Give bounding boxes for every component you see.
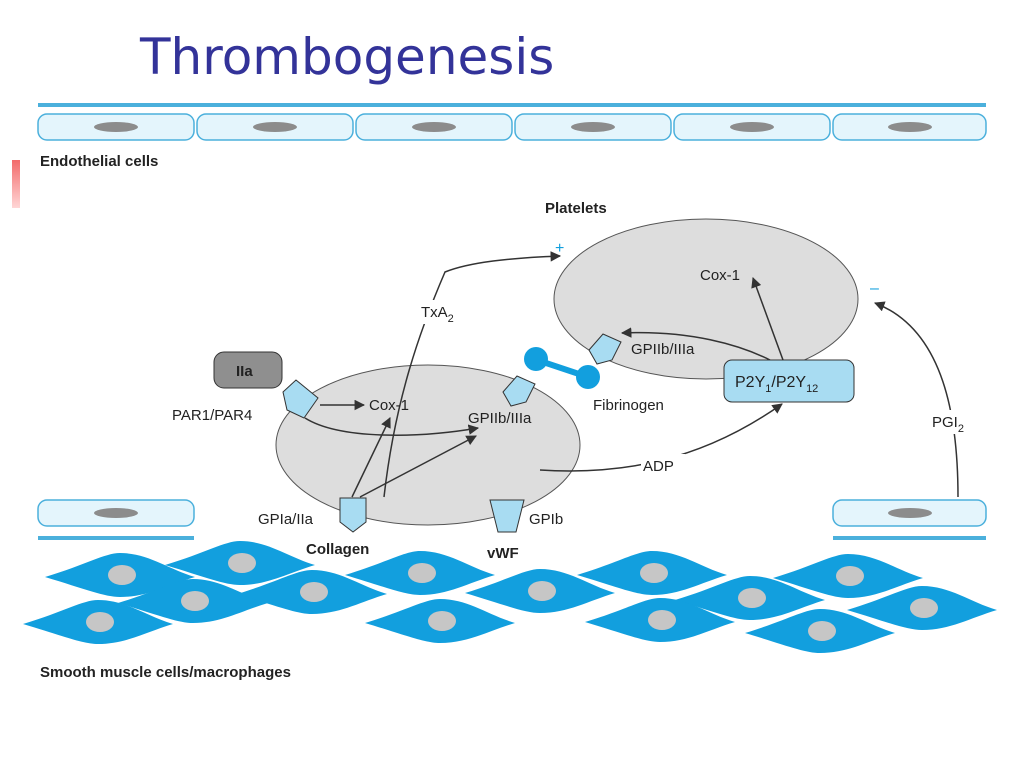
txa2-label: TxA2 <box>421 304 454 325</box>
endothelial-cell-row <box>37 113 987 141</box>
accent-bar <box>12 160 20 208</box>
p2y-to-cox1-arrow <box>751 277 784 361</box>
nucleus <box>888 122 932 132</box>
lower-platelet <box>275 364 581 526</box>
gpiib-iiia-bottom-label: GPIIb/IIIa <box>468 410 532 427</box>
fibrinogen-molecule <box>524 347 600 389</box>
endothelial-cell <box>355 113 513 141</box>
fibrinogen-label: Fibrinogen <box>593 397 664 414</box>
gpia-iia-receptor <box>339 497 367 533</box>
gpia-iia-label: GPIa/IIa <box>258 511 314 528</box>
adp-label-bg <box>641 454 685 476</box>
endothelial-cell <box>673 113 831 141</box>
page-title: Thrombogenesis <box>140 28 555 86</box>
p2y-receptor-label: P2Y1/P2Y12 <box>735 374 818 395</box>
pgi2-label-bg <box>930 410 978 434</box>
endothelial-cells-label: Endothelial cells <box>40 153 158 170</box>
pgi2-label: PGI2 <box>932 414 964 435</box>
endothelium-top-line <box>38 103 986 107</box>
nucleus <box>253 122 297 132</box>
collagen-label: Collagen <box>306 541 369 558</box>
adp-label: ADP <box>643 458 674 475</box>
upper-platelet <box>553 218 859 380</box>
txa2-label-bg <box>419 300 467 324</box>
p2y-to-gp-arrow <box>620 327 771 361</box>
par-receptor <box>282 379 319 419</box>
smooth-muscle-label: Smooth muscle cells/macrophages <box>40 664 291 681</box>
nucleus <box>412 122 456 132</box>
nucleus <box>571 122 615 132</box>
platelets-label: Platelets <box>545 200 607 217</box>
endothelial-cell <box>832 499 987 527</box>
endothelial-cell <box>196 113 354 141</box>
endothelial-cell <box>37 113 195 141</box>
gpia-to-gp-arrow <box>359 435 477 498</box>
minus-sign: – <box>870 280 879 297</box>
plus-sign: + <box>555 240 564 257</box>
endothelial-cell <box>832 113 987 141</box>
thrombin-iia-label: IIa <box>236 363 253 380</box>
par-to-gp-arrow <box>304 417 480 436</box>
cox1-bottom-label: Cox-1 <box>369 397 409 414</box>
vwf-label: vWF <box>487 545 519 562</box>
endothelium-bottom-right-line <box>833 536 986 540</box>
smooth-muscle-cell <box>365 599 515 643</box>
nucleus <box>94 122 138 132</box>
gpia-to-cox1-arrow <box>351 417 391 498</box>
endothelium-bottom-left-line <box>38 536 194 540</box>
nucleus <box>94 508 138 518</box>
p2y-receptor-box <box>723 359 855 403</box>
gpiib-iiia-top-label: GPIIb/IIIa <box>631 341 695 358</box>
endothelial-cell <box>37 499 195 527</box>
thrombin-iia-box <box>213 351 283 389</box>
gpiib-iiia-bottom-receptor <box>502 375 536 407</box>
endothelial-cell <box>514 113 672 141</box>
cox1-top-label: Cox-1 <box>700 267 740 284</box>
gpib-label: GPIb <box>529 511 563 528</box>
nucleus <box>730 122 774 132</box>
pgi2-arrow <box>874 301 959 498</box>
gpiib-iiia-top-receptor <box>588 333 622 365</box>
par-label: PAR1/PAR4 <box>172 407 252 424</box>
pathway-arrows <box>304 251 959 498</box>
txa2-arrow <box>383 251 562 498</box>
nucleus <box>888 508 932 518</box>
gpib-receptor <box>489 499 525 533</box>
